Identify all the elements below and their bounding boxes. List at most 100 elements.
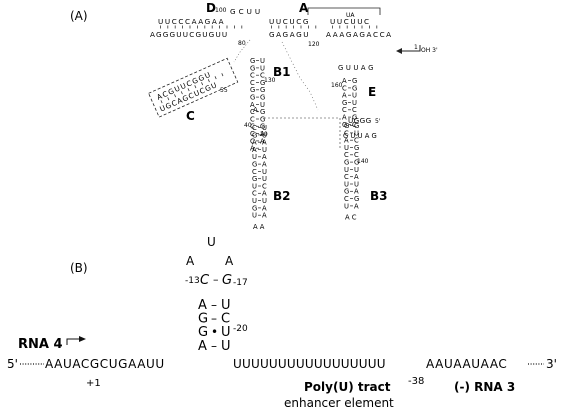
panel-b-label: (B) <box>70 261 88 275</box>
stem-b1-right-nt: A <box>260 130 265 138</box>
stem-e-left-nt: A <box>342 114 347 122</box>
domain-b2-label: B2 <box>273 189 291 203</box>
stem-b1-right-nt: U <box>260 101 265 109</box>
stem-b2-left-nt: U <box>252 212 257 220</box>
hairpin-stem: A–UG–CG•UA–U <box>198 298 231 354</box>
stem-b2-left-nt: C <box>252 168 257 176</box>
stem-b2-right-nt: U <box>262 131 267 139</box>
stem-b1-left-nt: C <box>250 115 255 123</box>
stem-e-right-nt: C <box>352 106 357 114</box>
stem-b1-left-nt: G <box>250 64 255 72</box>
stem-b2-right-nt: A <box>262 190 267 198</box>
stem-e-right-nt: G <box>352 77 357 85</box>
hairpin-stem-bond: – <box>211 339 217 353</box>
pseudoknot-bracket <box>307 7 381 15</box>
stem-b1-right-nt: U <box>260 64 265 72</box>
seq-right: AAUAAUAAC <box>426 357 507 371</box>
hairpin-loop-top: U <box>207 235 216 249</box>
domain-b1-label: B1 <box>273 65 291 79</box>
stem-b2-right-nt: C <box>262 182 267 190</box>
stem-b1-right-nt: G <box>260 108 265 116</box>
stem-b1-left-nt: C <box>250 130 255 138</box>
enhancer-caption: enhancer element <box>284 396 394 410</box>
loop-d-seq: GCUU <box>230 7 263 16</box>
hairpin-stem-left-nt: A <box>198 298 207 313</box>
stem-b3-left-nt: U <box>344 180 349 188</box>
five-prime-label: 5' <box>7 357 18 371</box>
stem-b2-right-nt: A <box>262 161 267 169</box>
stem-b2-left-nt: G <box>252 204 257 212</box>
hairpin-stem-left-nt: A <box>198 339 207 354</box>
rna4-arrow <box>66 338 80 345</box>
tertiary-link <box>264 117 341 150</box>
num-130: 130 <box>264 77 276 84</box>
stem-b3-right-nt: G <box>354 195 359 203</box>
stem-e-loop: G U U A G <box>343 132 377 140</box>
stem-b3-left-nt: C <box>344 173 349 181</box>
stem-b3-left-nt: G <box>344 188 349 196</box>
stem-e-right-nt: G <box>352 114 357 122</box>
num-120: 120 <box>308 41 320 48</box>
stem-e-right-nt: G <box>352 84 357 92</box>
stem-b3-left-nt: A <box>344 137 349 145</box>
stem-b1-right-nt: G <box>260 79 265 87</box>
stem-a-top2: UUCUUC <box>330 17 371 26</box>
pos-m17: -17 <box>233 278 248 288</box>
stem-b1-right-nt: G <box>260 86 265 94</box>
hairpin-cg-dash: – <box>213 273 219 286</box>
stem-b3-left-nt: C <box>344 129 349 137</box>
stem-b1-right-nt: G <box>260 123 265 131</box>
stem-b2-left-nt: G <box>252 161 257 169</box>
stem-b3-loop: A C <box>345 214 357 222</box>
num-55: 55 <box>220 87 228 94</box>
hairpin-stem-left-nt: G <box>198 312 208 327</box>
stem-b3-right-nt: U <box>354 129 359 137</box>
stem-b3-right-nt: G <box>354 144 359 152</box>
num-1: 1 <box>414 44 418 51</box>
stem-b2-right-nt: A <box>262 212 267 220</box>
stem-b1-left-nt: A <box>250 145 255 153</box>
rna4-arrowhead <box>79 336 86 342</box>
stem-b3-right-nt: A <box>354 202 359 210</box>
stem-e-right-nt: C <box>352 121 357 129</box>
stem-a-bottom2: AAAGAGACCA <box>326 30 393 39</box>
link-d-c <box>233 39 251 63</box>
stem-b2-right-nt: A <box>262 139 267 147</box>
rna4-label: RNA 4 <box>18 337 63 352</box>
pos-m38: -38 <box>408 376 424 387</box>
seq-left: AAUACGCUGAAUU <box>45 357 165 371</box>
stem-b3-left-nt: U <box>344 144 349 152</box>
stem-b3-right-nt: C <box>354 151 359 159</box>
stem-b2-right-nt: U <box>262 175 267 183</box>
num-100: 100 <box>215 7 227 14</box>
domain-c-box <box>148 57 239 118</box>
domain-c-label: C <box>186 109 195 123</box>
hairpin-stem-right-nt: U <box>221 298 231 313</box>
panel-b: (B) U A A -13 C – G -17 A–UG–CG•UA–U -20… <box>7 235 557 410</box>
bulge-a: A <box>253 105 258 114</box>
stem-b3-right-nt: G <box>354 159 359 167</box>
end-3-prime: OH 3' <box>421 47 438 54</box>
stem-b1-right-nt: A <box>260 137 265 145</box>
hairpin-stem-left-nt: G <box>198 325 208 340</box>
stem-b3-left-nt: U <box>344 202 349 210</box>
three-prime-label: 3' <box>546 357 557 371</box>
hairpin-loop-right: A <box>225 254 234 268</box>
domain-a-label: A <box>299 1 309 15</box>
stem-b2-loop: A A <box>253 223 265 231</box>
hairpin-c: C <box>200 273 210 288</box>
stem-b3-left-nt: C <box>344 195 349 203</box>
stem-b2-left-nt: U <box>252 153 257 161</box>
rna3-label: (-) RNA 3 <box>454 380 515 394</box>
pos-p1: +1 <box>86 378 101 389</box>
stem-e-left-nt: C <box>342 106 347 114</box>
stem-b2-left-nt: A <box>252 146 257 154</box>
num-160: 160 <box>331 82 343 89</box>
stem-b3-right-nt: A <box>354 188 359 196</box>
domain-e-label: E <box>368 85 376 99</box>
hairpin-stem-bond: • <box>211 325 218 339</box>
